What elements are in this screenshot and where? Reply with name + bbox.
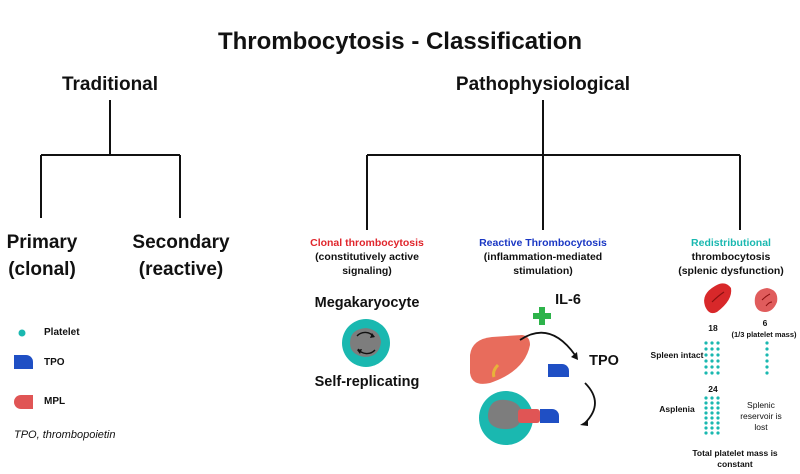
spleen-intact-icon xyxy=(704,283,732,314)
clonal-title: Clonal thrombocytosis xyxy=(310,237,424,249)
platelet-dot xyxy=(765,341,769,345)
platelet-dot xyxy=(710,396,714,400)
platelet-dot xyxy=(765,365,769,369)
mpl-icon xyxy=(14,395,33,409)
reactive-title: Reactive Thrombocytosis xyxy=(479,237,607,249)
platelet-dot xyxy=(716,401,720,405)
platelet-dot xyxy=(704,401,708,405)
platelet-dot xyxy=(704,406,708,410)
secondary-label: Secondary (reactive) xyxy=(132,232,230,280)
platelets-asplenia xyxy=(704,396,720,435)
platelet-dot xyxy=(710,365,714,369)
platelet-dot xyxy=(704,426,708,430)
count-asplenia: 24 xyxy=(708,384,718,394)
platelet-dot xyxy=(716,371,720,375)
platelet-dot xyxy=(716,365,720,369)
tpo-label: TPO xyxy=(589,353,619,369)
platelet-dot xyxy=(704,353,708,357)
platelets-spleen-intact-left xyxy=(704,341,720,375)
redistributional-category: Redistributional thrombocytosis (splenic… xyxy=(662,236,800,278)
reactive-category: Reactive Thrombocytosis (inflammation-me… xyxy=(468,236,618,278)
platelet-dot xyxy=(710,353,714,357)
total-mass-label: Total platelet mass is constant xyxy=(692,448,778,469)
liver-icon xyxy=(470,335,530,384)
platelet-dot xyxy=(716,353,720,357)
platelet-dot xyxy=(765,353,769,357)
platelet-dot xyxy=(710,421,714,425)
count-spleen-intact: 18 xyxy=(708,323,718,333)
platelet-dot xyxy=(704,411,708,415)
reservoir-lost-label: Splenic reservoir is lost xyxy=(740,400,782,432)
pathophysiological-heading: Pathophysiological xyxy=(455,74,631,95)
platelet-dot xyxy=(716,431,720,435)
tpo-molecule-icon xyxy=(548,364,569,377)
platelet-dot xyxy=(716,426,720,430)
platelet-dot xyxy=(710,411,714,415)
tpo-icon xyxy=(14,355,33,369)
platelet-dot xyxy=(704,416,708,420)
platelet-dot xyxy=(710,359,714,363)
pathophysiological-tree-lines xyxy=(366,100,741,230)
platelet-dot xyxy=(716,416,720,420)
platelet-dot xyxy=(716,341,720,345)
platelet-dot xyxy=(710,371,714,375)
platelet-dot xyxy=(765,371,769,375)
platelet-dot xyxy=(716,421,720,425)
il6-label: IL-6 xyxy=(555,292,581,308)
legend-platelet-label: Platelet xyxy=(44,327,80,338)
plus-icon xyxy=(533,307,551,325)
primary-label: Primary (clonal) xyxy=(6,232,78,280)
asplenia-label: Asplenia xyxy=(659,404,695,414)
platelet-dot xyxy=(765,347,769,351)
platelet-dot xyxy=(704,371,708,375)
redistributional-title: Redistributional xyxy=(691,237,771,249)
platelet-dot xyxy=(704,365,708,369)
platelet-dot xyxy=(716,347,720,351)
platelet-dot xyxy=(704,421,708,425)
platelet-dot xyxy=(716,406,720,410)
megakaryocyte-icon xyxy=(342,319,390,367)
platelets-spleen-intact-right xyxy=(765,341,769,375)
platelet-dot xyxy=(704,431,708,435)
platelet-dot xyxy=(765,359,769,363)
platelet-dot xyxy=(716,411,720,415)
megakaryocyte-label: Megakaryocyte xyxy=(314,295,420,311)
page-title: Thrombocytosis - Classification xyxy=(217,28,583,55)
platelet-dot xyxy=(710,431,714,435)
platelet-dot xyxy=(710,401,714,405)
footnote: TPO, thrombopoietin xyxy=(14,429,116,441)
platelet-dot xyxy=(710,341,714,345)
platelet-dot xyxy=(710,416,714,420)
spleen-enlarged-icon xyxy=(754,288,778,312)
spleen-intact-label: Spleen intact xyxy=(650,350,704,360)
platelet-dot xyxy=(704,341,708,345)
platelet-dot xyxy=(716,396,720,400)
platelet-dot xyxy=(710,426,714,430)
traditional-tree-lines xyxy=(40,100,181,218)
count-enlarged-note: (1/3 platelet mass) xyxy=(731,330,797,339)
legend-tpo-label: TPO xyxy=(44,357,65,368)
traditional-heading: Traditional xyxy=(61,74,159,95)
self-replicating-label: Self-replicating xyxy=(314,374,420,390)
platelet-dot xyxy=(710,406,714,410)
legend-mpl-label: MPL xyxy=(44,396,66,407)
count-enlarged: 6 xyxy=(762,318,768,328)
platelet-dot xyxy=(704,359,708,363)
arrow-liver-to-tpo xyxy=(519,331,576,356)
clonal-category: Clonal thrombocytosis (constitutively ac… xyxy=(292,236,442,278)
platelet-dot xyxy=(704,396,708,400)
platelet-dot xyxy=(716,359,720,363)
arrow-tpo-to-cell xyxy=(584,382,596,424)
receptor-cell-icon xyxy=(479,391,559,445)
platelet-dot-icon xyxy=(18,329,26,337)
platelet-dot xyxy=(704,347,708,351)
platelet-dot xyxy=(710,347,714,351)
